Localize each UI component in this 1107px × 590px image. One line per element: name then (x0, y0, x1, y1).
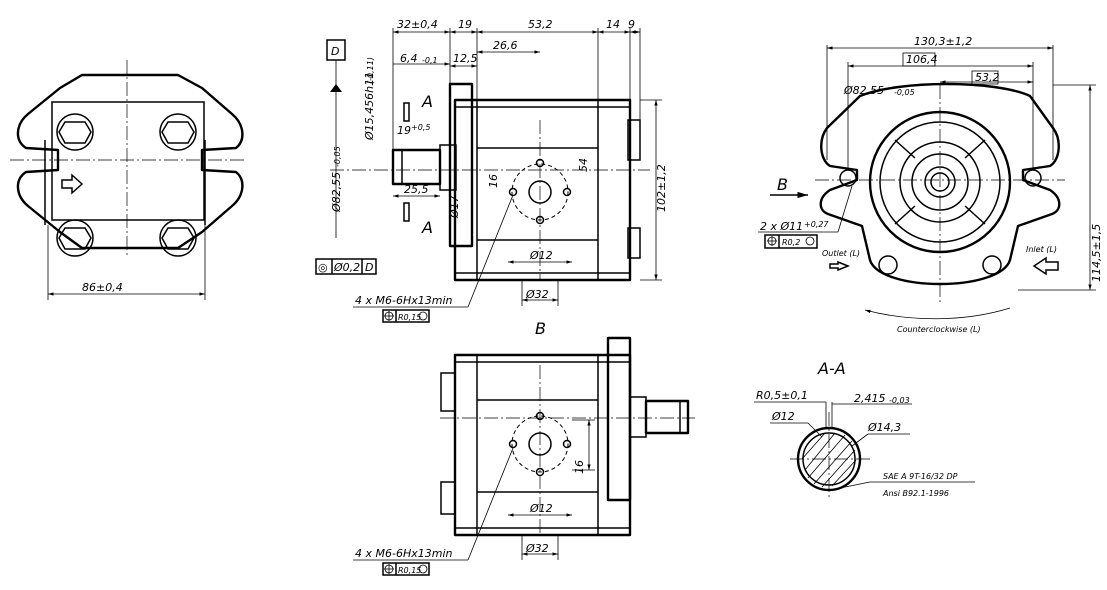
section-radius-dim: R0,5±0,1 (756, 389, 808, 402)
pilot-diameter-tol: -0,05 (333, 146, 342, 167)
dim-6-4: 6,4 (400, 52, 418, 65)
shaft-diameter-tol: (-0,11) (366, 57, 375, 84)
dim-d32: Ø32 (525, 288, 549, 301)
outlet-arrow-icon (829, 260, 851, 272)
port-fcf-value: R0,15 (398, 313, 421, 322)
rotation-label: Counterclockwise (L) (897, 325, 981, 334)
section-hatch (801, 432, 857, 488)
inlet-arrow-icon (1032, 256, 1059, 276)
flow-arrow-icon (61, 173, 84, 195)
dim-14: 14 (606, 18, 620, 31)
dim-9: 9 (628, 18, 635, 31)
datum-triangle-icon (330, 84, 342, 92)
flange-pilot-dim: Ø82,55 (843, 84, 884, 97)
section-mark-top: A (421, 92, 433, 111)
flange-lug-left (878, 255, 898, 275)
section-d14-3: Ø14,3 (867, 421, 901, 434)
section-aa: A-A R0,5±0,1 2,415 -0,03 Ø12 Ø14,3 SAE A… (754, 359, 975, 500)
inlet-label: Inlet (L) (1026, 245, 1057, 254)
left-view: 86±0,4 (10, 60, 245, 300)
flange-dim-106: 106,4 (906, 53, 938, 66)
dim-32: 32±0,4 (397, 18, 438, 31)
spline-spec: SAE A 9T-16/32 DP (883, 472, 958, 481)
bottom-dim-d32: Ø32 (525, 542, 549, 555)
flange-hole-fcf (764, 234, 818, 249)
bolt-top-left (56, 113, 94, 151)
rotation-arrow-icon (864, 307, 1011, 320)
fcf-datum: D (365, 261, 373, 274)
bottom-view: B 16 Ø12 Ø32 4 x M6-6Hx13min (353, 319, 695, 576)
shaft-diameter-dim: Ø15,456h11 (363, 72, 376, 141)
section-title: A-A (817, 359, 846, 378)
flange-dim-130: 130,3±1,2 (914, 35, 972, 48)
flange-hole-fcf-value: R0,2 (782, 238, 800, 247)
front-flange (448, 82, 474, 248)
flange-pilot-tol: -0,05 (894, 88, 915, 97)
flange-hole-tol: +0,27 (804, 220, 829, 229)
dim-d12: Ø12 (529, 249, 553, 262)
fcf-concentricity (315, 258, 377, 275)
flange-hole-note: 2 x Ø11 (760, 220, 803, 233)
flange-lug-right (982, 255, 1002, 275)
front-view: 32±0,4 19 53,2 14 9 6,4 -0,1 12,5 26,6 D… (315, 18, 668, 323)
dim-54: 54 (577, 158, 590, 172)
dim-102: 102±1,2 (655, 164, 668, 212)
dim-25-5: 25,5 (404, 183, 429, 196)
bottom-dim-16: 16 (573, 460, 586, 474)
outlet-label: Outlet (L) (822, 249, 860, 258)
section-mark-bottom: A (421, 218, 433, 237)
dim-12-5: 12,5 (453, 52, 478, 65)
flange-dim-114: 114,5±1,5 (1090, 224, 1103, 282)
dim-6-4-tol: -0,1 (422, 56, 438, 65)
spline-standard: Ansi B92.1-1996 (882, 489, 949, 498)
flange-dim-53: 53,2 (975, 71, 1000, 84)
concentricity-icon: ◎ (318, 261, 328, 274)
bolt-bottom-left (56, 219, 94, 257)
pilot-diameter-dim: Ø82,55 (330, 172, 343, 213)
bottom-dim-d12: Ø12 (529, 502, 553, 515)
flange-view: 130,3±1,2 106,4 53,2 Ø82,55 -0,05 114,5±… (758, 35, 1103, 334)
port-fcf (382, 309, 430, 323)
position-icon (384, 311, 394, 321)
dim-16: 16 (487, 174, 500, 188)
bottom-position-icon (384, 564, 394, 574)
dim-d17: Ø17 (448, 195, 461, 219)
mmc-icon (418, 311, 428, 321)
datum-d-label: D (331, 45, 339, 58)
dim-19: 19 (458, 18, 472, 31)
section-width-tol: -0,03 (889, 396, 910, 405)
dim-19-shaft-tol: +0,5 (411, 123, 430, 132)
bottom-shaft (644, 399, 690, 435)
dim-19-shaft: 19 (397, 124, 411, 137)
flange-position-icon (767, 236, 777, 246)
left-view-outline (16, 73, 244, 250)
bottom-port-fcf (382, 562, 430, 576)
flange-outline (819, 82, 1061, 286)
dim-53-2: 53,2 (528, 18, 553, 31)
view-b-letter: B (777, 175, 788, 194)
section-d12: Ø12 (771, 410, 795, 423)
dim-26-6: 26,6 (493, 39, 518, 52)
bottom-port-note: 4 x M6-6Hx13min (355, 547, 453, 560)
left-view-width-dim: 86±0,4 (82, 281, 123, 294)
front-shaft (391, 148, 442, 186)
bolt-top-right (159, 113, 197, 151)
section-width-dim: 2,415 (854, 392, 886, 405)
fcf-value: Ø0,2 (333, 261, 360, 274)
left-view-body (51, 101, 205, 221)
port-thread-note: 4 x M6-6Hx13min (355, 294, 453, 307)
bolt-bottom-right (159, 219, 197, 257)
bottom-port-fcf-value: R0,15 (398, 566, 421, 575)
bottom-view-title: B (535, 319, 546, 338)
